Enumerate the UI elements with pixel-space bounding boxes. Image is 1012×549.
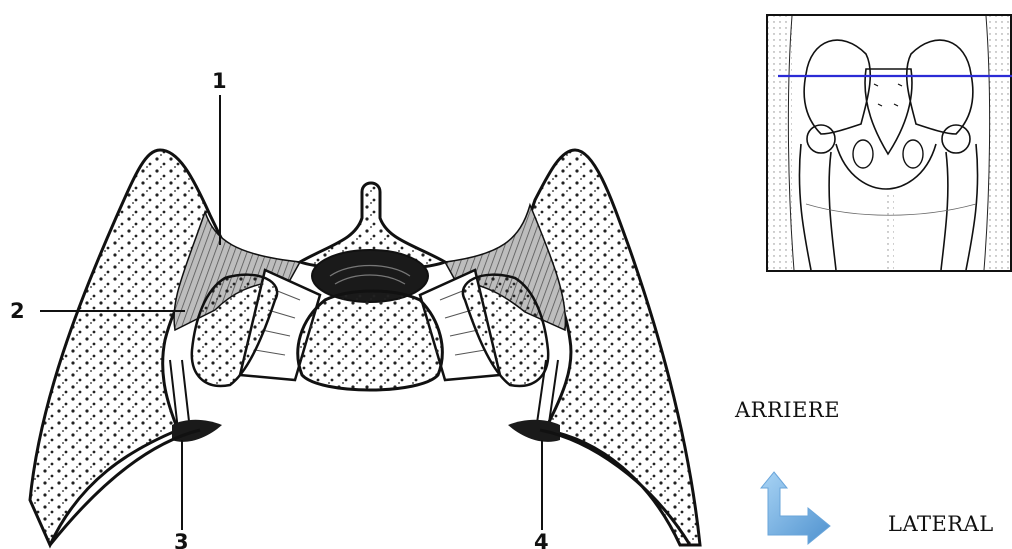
sacral-body xyxy=(298,291,442,390)
callout-1: 1 xyxy=(212,69,227,93)
callout-2: 2 xyxy=(10,299,25,323)
label-arriere: ARRIERE xyxy=(735,398,840,422)
right-anterior-ligament xyxy=(508,420,560,442)
pelvis-frontal-inset xyxy=(766,14,1012,272)
callout-4: 4 xyxy=(534,530,549,549)
pelvis-axial-section-diagram: 1 2 3 4 xyxy=(0,0,720,549)
corner-arrow-icon xyxy=(760,470,832,546)
label-lateral: LATERAL xyxy=(888,512,994,536)
callout-3: 3 xyxy=(174,530,189,549)
